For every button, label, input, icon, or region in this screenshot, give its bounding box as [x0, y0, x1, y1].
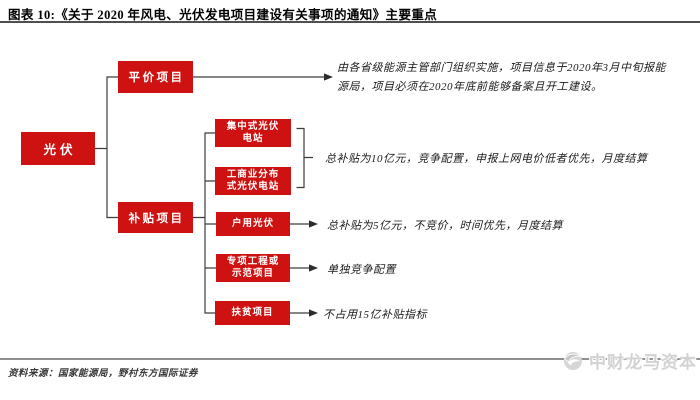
household-arrowhead-icon [309, 220, 318, 228]
parity-annotation: 由各省级能源主管部门组织实施，项目信息于2020年3月中旬报能 源局，项目必须在… [337, 62, 666, 93]
node-subsidy-projects: 补贴项目 [118, 202, 193, 233]
node-special-demo-projects: 专项工程或 示范项目 [216, 254, 290, 282]
node-commercial-distributed-pv: 工商业分布 式光伏电站 [215, 167, 291, 195]
poverty-annotation: 不占用15亿补贴指标 [323, 309, 427, 321]
node-centralized-pv-station: 集中式光伏 电站 [215, 119, 291, 147]
footer-divider [0, 358, 700, 360]
source-note: 资料来源：国家能源局，野村东方国际证券 [8, 369, 199, 379]
watermark: 中财龙马资本 [561, 346, 697, 374]
node-poverty-alleviation-projects: 扶贫项目 [215, 301, 290, 325]
node-parity-projects: 平价项目 [118, 61, 193, 93]
special-arrowhead-icon [309, 264, 318, 272]
figure-title: 图表 10:《关于 2020 年风电、光伏发电项目建设有关事项的通知》主要重点 [8, 8, 438, 22]
watermark-logo-icon [563, 352, 582, 370]
parity-arrowhead-icon [324, 73, 333, 81]
household-annotation: 总补贴为5亿元，不竞价，时间优先，月度结算 [327, 220, 563, 232]
poverty-arrowhead-icon [309, 309, 318, 317]
centralized-commercial-annotation: 总补贴为10亿元，竞争配置，申报上网电价低者优先，月度结算 [325, 153, 648, 165]
subsidy-branch-line [193, 132, 216, 314]
node-solar-pv: 光伏 [21, 132, 95, 165]
root-branch-line [95, 76, 118, 219]
node-household-pv: 户用光伏 [216, 212, 290, 236]
title-divider [0, 21, 700, 23]
watermark-text: 中财龙马资本 [589, 352, 697, 372]
special-annotation: 单独竞争配置 [327, 264, 396, 276]
group-bracket [296, 127, 313, 189]
